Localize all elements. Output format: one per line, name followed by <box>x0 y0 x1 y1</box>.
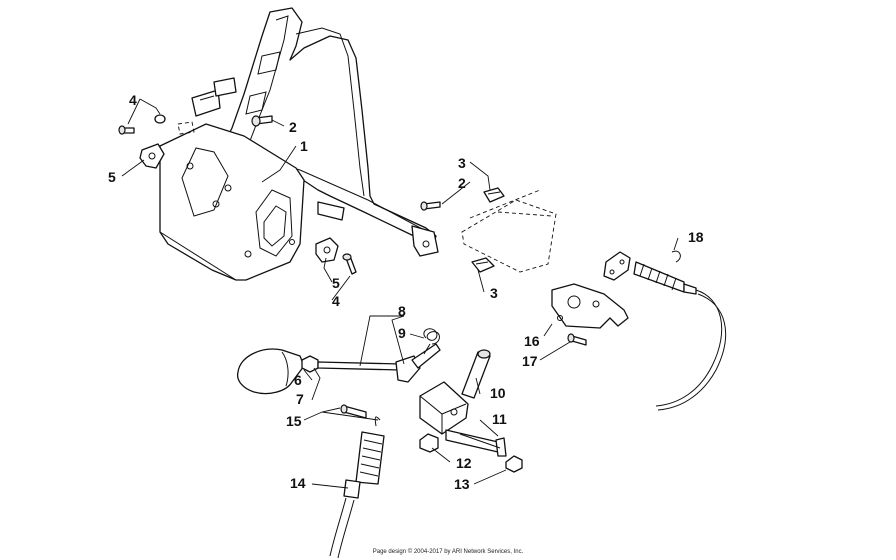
callout-2-upper: 2 <box>289 119 297 135</box>
callout-10: 10 <box>490 385 506 401</box>
throttle-cable-part <box>633 261 727 411</box>
nut-clip-upper-part <box>483 187 505 203</box>
shift-shaft-part <box>445 429 507 457</box>
jam-nut-part <box>301 355 319 373</box>
shift-cable-part <box>329 416 385 559</box>
torsion-spring-part <box>423 328 440 355</box>
footer-credit: Page design © 2004-2017 by ARI Network S… <box>372 549 524 555</box>
shift-knob-part <box>236 348 305 395</box>
callout-8: 8 <box>398 303 406 319</box>
callout-13: 13 <box>454 476 470 492</box>
callout-3-upper: 3 <box>458 155 466 171</box>
callout-16: 16 <box>524 333 540 349</box>
callout-labels: 4 2 1 5 3 2 3 5 4 18 16 17 8 9 6 7 15 10… <box>108 92 704 492</box>
clip-right-part <box>315 237 339 263</box>
bolt-upper-part <box>251 115 273 127</box>
bolt-left-part <box>118 125 135 135</box>
callout-5-left: 5 <box>108 169 116 185</box>
callout-4-upper: 4 <box>129 92 137 108</box>
shift-rod-part <box>317 343 441 383</box>
steering-frame-part <box>159 7 439 281</box>
bolt-right-part <box>342 253 357 275</box>
callout-12: 12 <box>456 455 472 471</box>
bolt-bracket-part <box>567 333 587 346</box>
cable-link-part <box>603 251 631 281</box>
callout-4-lower: 4 <box>332 293 340 309</box>
cable-clip-part <box>671 250 681 263</box>
callout-5-right: 5 <box>332 275 340 291</box>
callout-3-lower: 3 <box>490 285 498 301</box>
flange-nut-part <box>505 455 523 473</box>
bolt-lower-part <box>340 404 367 419</box>
bolt-mid-part <box>420 201 441 211</box>
phantom-bracket <box>461 189 557 273</box>
callout-7: 7 <box>296 391 304 407</box>
cable-bracket-part <box>551 283 629 329</box>
lock-nut-part <box>419 433 439 453</box>
callout-15: 15 <box>286 413 302 429</box>
callout-18: 18 <box>688 229 704 245</box>
callout-2-right: 2 <box>458 175 466 191</box>
shift-pivot-pin-part <box>461 349 491 399</box>
leader-lines <box>121 98 679 489</box>
callout-6: 6 <box>294 372 302 388</box>
shift-lever-bracket-part <box>419 381 469 435</box>
callout-9: 9 <box>398 325 406 341</box>
callout-11: 11 <box>492 411 507 427</box>
nut-clip-lower-part <box>471 257 495 273</box>
clip-left-part <box>139 143 165 169</box>
callout-1: 1 <box>300 138 308 154</box>
callout-14: 14 <box>290 475 306 491</box>
callout-17: 17 <box>522 353 538 369</box>
washer-upper-part <box>154 114 195 135</box>
